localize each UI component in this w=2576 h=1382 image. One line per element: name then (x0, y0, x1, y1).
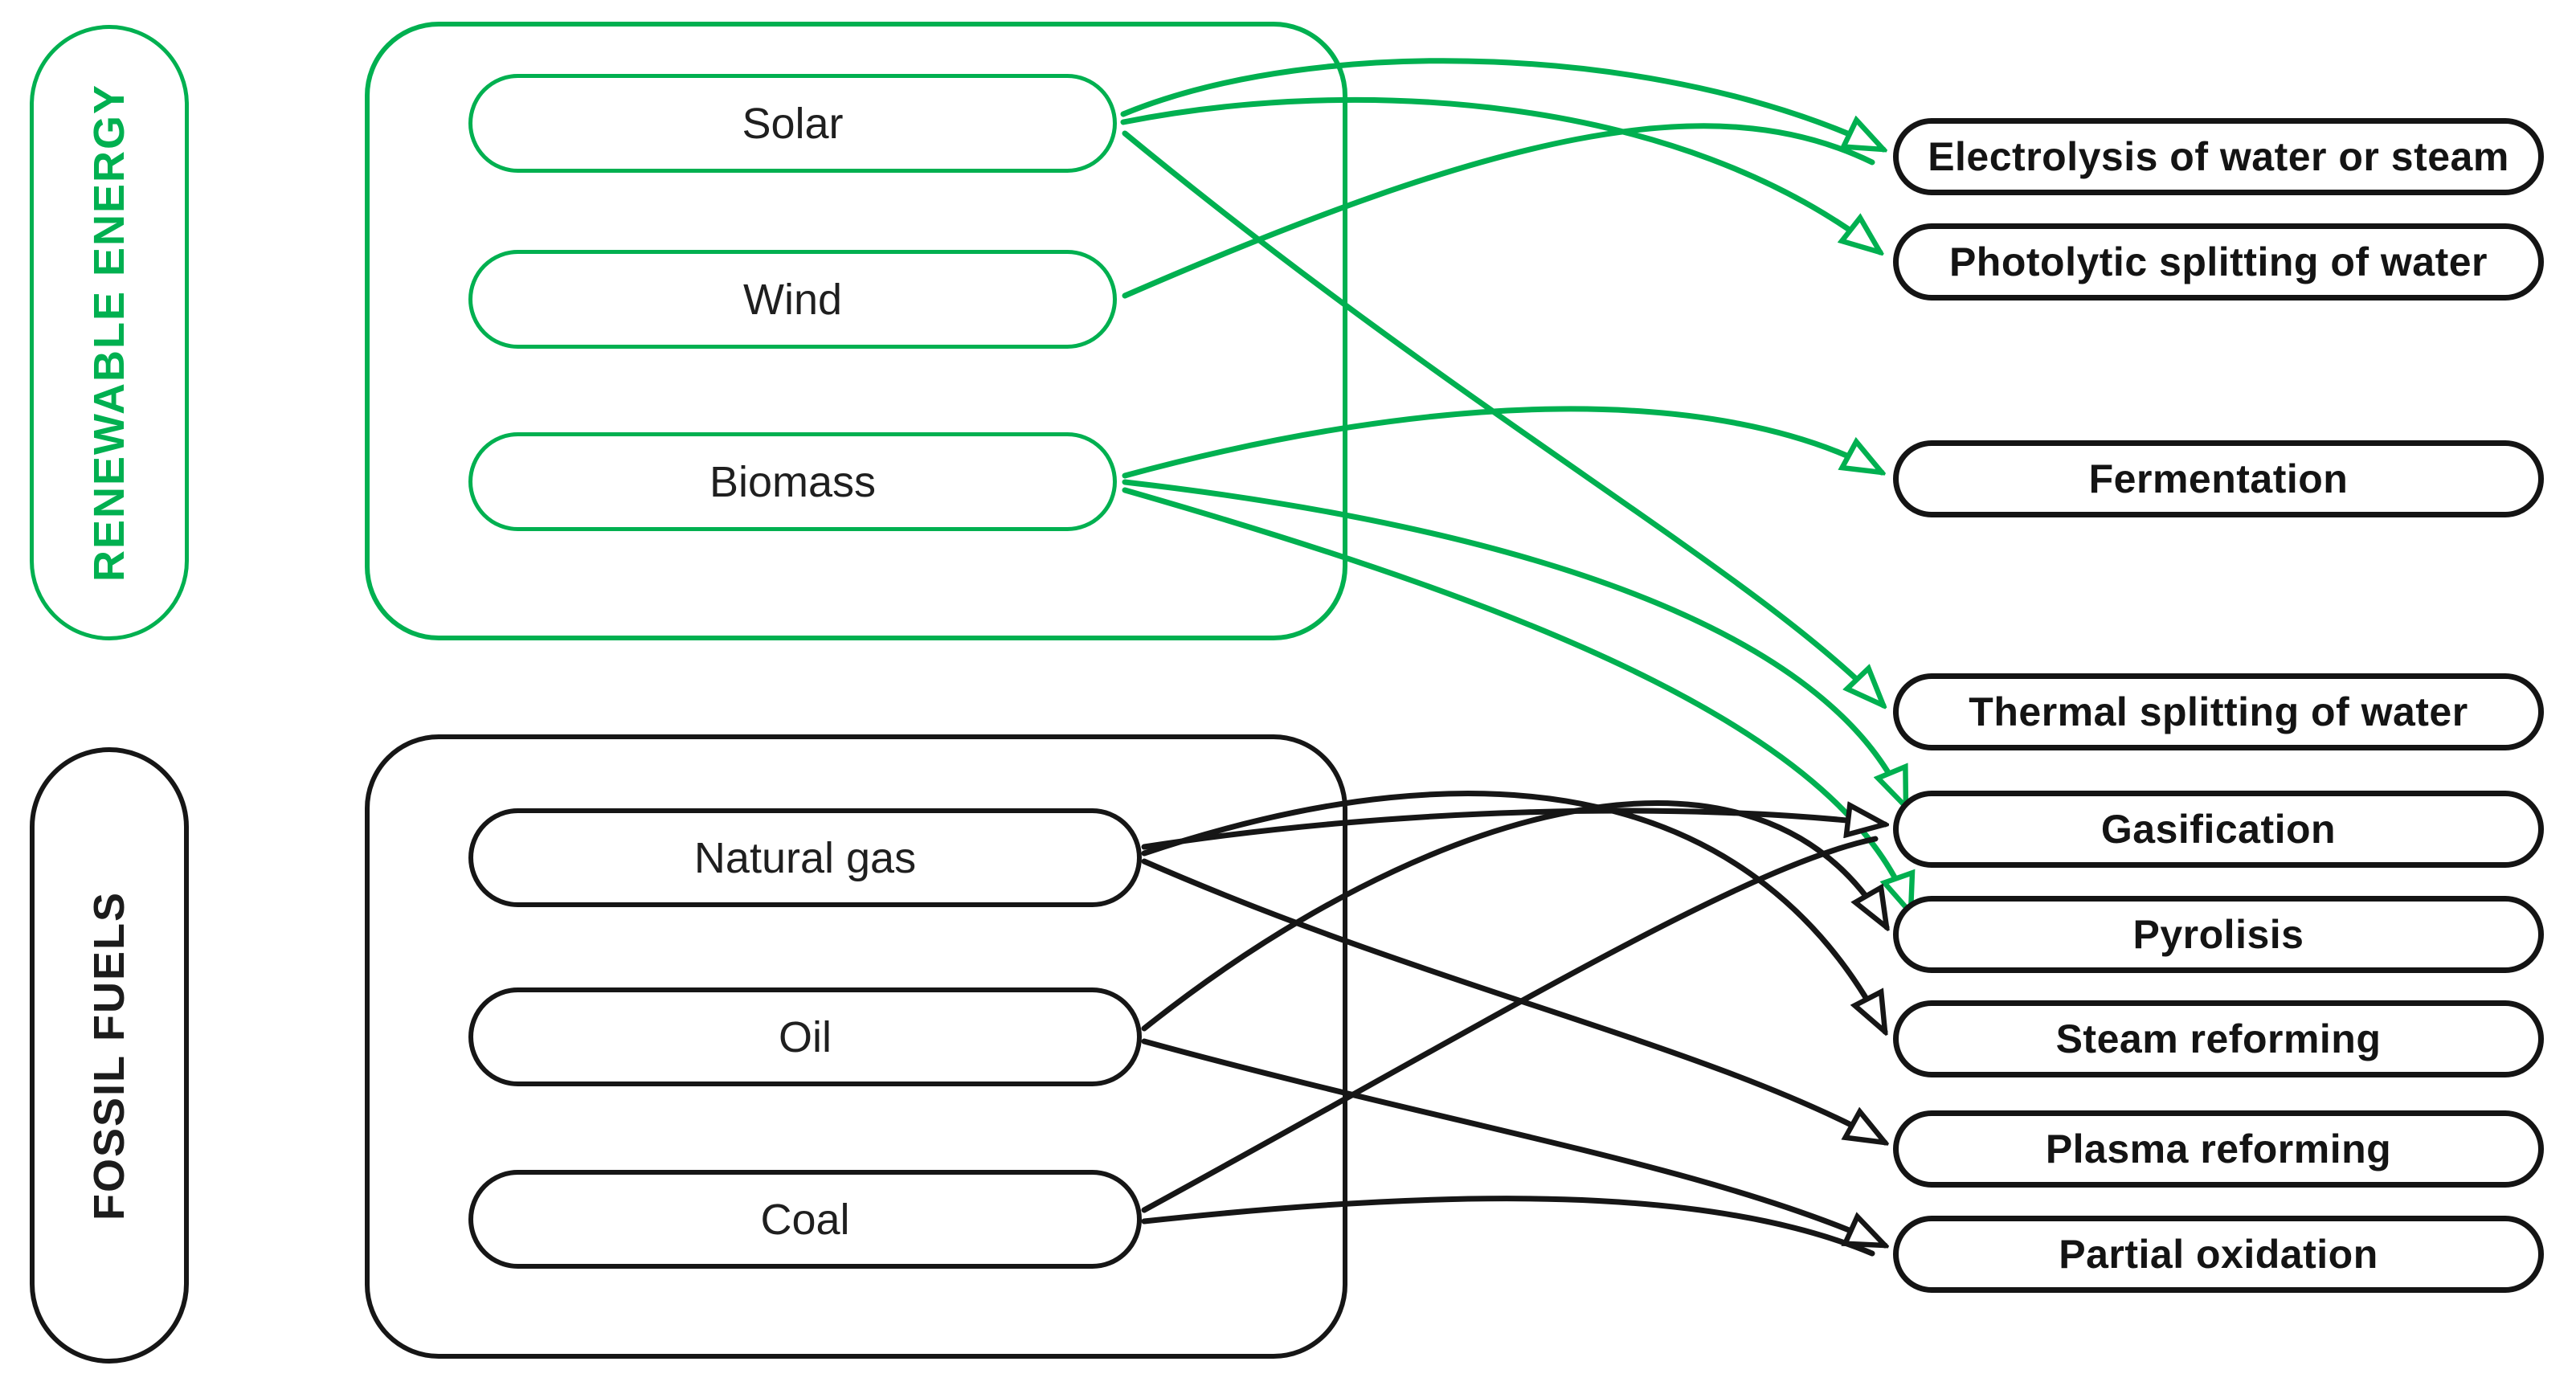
side-label-renewable-energy: RENEWABLE ENERGY (30, 25, 189, 640)
process-label: Partial oxidation (2059, 1232, 2378, 1277)
node-wind: Wind (468, 250, 1117, 349)
process-label: Fermentation (2088, 456, 2349, 501)
group-renewable-group (365, 22, 1347, 640)
node-natural-gas: Natural gas (468, 808, 1142, 907)
edge-solar-photolytic (1120, 96, 1880, 252)
edge-coal-partial-oxidation (1141, 1196, 1875, 1257)
edge-wind-electrolysis (1122, 123, 1875, 299)
process-label: Thermal splitting of water (1969, 689, 2468, 734)
edge-natural-gas-plasma-reforming (1141, 858, 1885, 1143)
process-electrolysis: Electrolysis of water or steam (1893, 118, 2544, 195)
node-label: Natural gas (693, 833, 917, 882)
process-fermentation: Fermentation (1893, 440, 2544, 517)
edge-biomass-gasification (1122, 479, 1909, 807)
side-label-text: RENEWABLE ENERGY (85, 83, 134, 583)
process-label: Gasification (2100, 807, 2337, 852)
process-plasma-reforming: Plasma reforming (1893, 1110, 2544, 1188)
node-label: Biomass (709, 457, 877, 506)
process-label: Pyrolisis (2132, 912, 2304, 957)
process-steam-reforming: Steam reforming (1893, 1000, 2544, 1077)
process-thermal: Thermal splitting of water (1893, 673, 2544, 750)
process-label: Electrolysis of water or steam (1928, 134, 2509, 179)
edge-oil-pyrolisis (1141, 800, 1887, 1032)
edge-biomass-fermentation (1122, 406, 1882, 479)
node-label: Wind (742, 275, 843, 324)
node-coal: Coal (468, 1170, 1142, 1269)
side-label-text: FOSSIL FUELS (85, 890, 134, 1220)
group-fossil-group (365, 734, 1347, 1359)
edge-solar-thermal (1122, 130, 1883, 705)
process-photolytic: Photolytic splitting of water (1893, 223, 2544, 301)
process-pyrolisis: Pyrolisis (1893, 896, 2544, 973)
edge-natural-gas-steam-reforming (1141, 791, 1885, 1032)
node-solar: Solar (468, 74, 1117, 173)
node-label: Solar (742, 99, 844, 148)
process-gasification: Gasification (1893, 791, 2544, 868)
process-label: Steam reforming (2055, 1016, 2382, 1061)
side-label-fossil-fuels: FOSSIL FUELS (30, 747, 189, 1364)
process-partial-oxidation: Partial oxidation (1893, 1216, 2544, 1293)
edge-oil-partial-oxidation (1141, 1038, 1885, 1245)
process-label: Photolytic splitting of water (1948, 239, 2488, 284)
edge-coal-gasification (1141, 836, 1879, 1213)
node-oil: Oil (468, 987, 1142, 1086)
node-biomass: Biomass (468, 432, 1117, 531)
process-label: Plasma reforming (2045, 1126, 2392, 1171)
node-label: Oil (779, 1012, 832, 1061)
edge-solar-electrolysis (1120, 58, 1883, 149)
node-label: Coal (760, 1195, 850, 1244)
edge-natural-gas-gasification (1141, 811, 1885, 850)
